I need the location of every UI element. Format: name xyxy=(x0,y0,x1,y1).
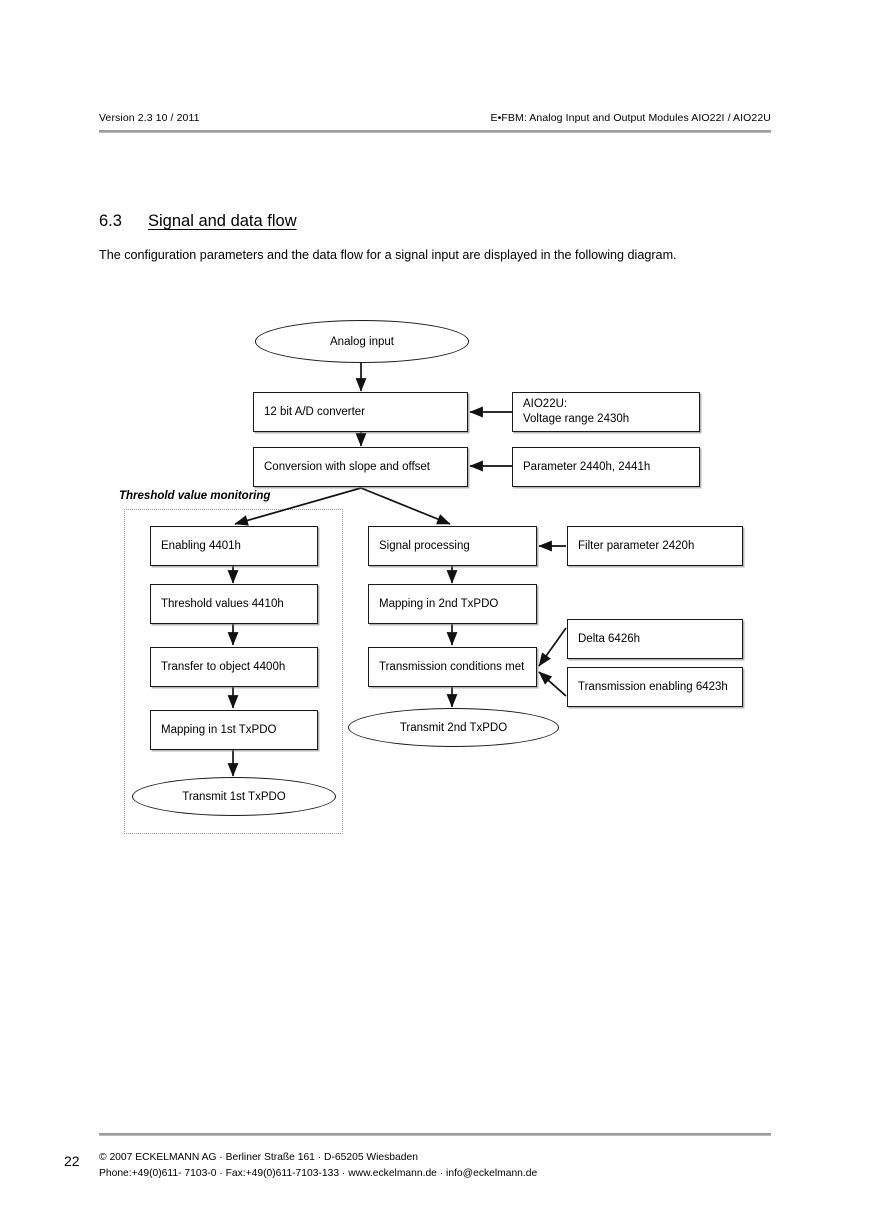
section-number: 6.3 xyxy=(99,212,122,230)
node-signal-processing: Signal processing xyxy=(368,526,537,566)
node-threshold-values-4410h: Threshold values 4410h xyxy=(150,584,318,624)
node-signal-processing-label: Signal processing xyxy=(379,539,470,552)
node-mapping-2nd-txpdo: Mapping in 2nd TxPDO xyxy=(368,584,537,624)
threshold-value-monitoring-label: Threshold value monitoring xyxy=(119,490,271,502)
node-transmit-2nd-label: Transmit 2nd TxPDO xyxy=(399,721,508,734)
node-conversion-slope-offset: Conversion with slope and offset xyxy=(253,447,468,487)
threshold-value-monitoring-group xyxy=(124,509,343,834)
node-transmit-2nd-txpdo: Transmit 2nd TxPDO xyxy=(348,708,559,747)
node-parameter-2440h-label: Parameter 2440h, 2441h xyxy=(523,460,651,473)
header-version: Version 2.3 10 / 2011 xyxy=(99,112,200,124)
node-aio22u-line1: AIO22U: xyxy=(523,398,568,410)
node-transmission-conditions-label: Transmission conditions met xyxy=(379,660,525,673)
footer-divider xyxy=(99,1133,771,1136)
header-doc-title: E•FBM: Analog Input and Output Modules A… xyxy=(490,112,771,124)
node-transmission-enabling-label: Transmission enabling 6423h xyxy=(578,680,728,693)
node-transmission-conditions-met: Transmission conditions met xyxy=(368,647,537,687)
node-threshold-values-label: Threshold values 4410h xyxy=(161,597,284,610)
section-intro-paragraph: The configuration parameters and the dat… xyxy=(99,248,677,262)
node-filter-parameter-label: Filter parameter 2420h xyxy=(578,539,695,552)
node-enabling-label: Enabling 4401h xyxy=(161,539,241,552)
header-divider xyxy=(99,130,771,133)
node-aio22u-line2: Voltage range 2430h xyxy=(523,413,630,425)
node-conversion-label: Conversion with slope and offset xyxy=(264,460,430,473)
page-title: Signal and data flow xyxy=(148,212,297,230)
node-filter-parameter-2420h: Filter parameter 2420h xyxy=(567,526,743,566)
node-mapping-1st-txpdo: Mapping in 1st TxPDO xyxy=(150,710,318,750)
node-transmission-enabling-6423h: Transmission enabling 6423h xyxy=(567,667,743,707)
node-mapping-1st-label: Mapping in 1st TxPDO xyxy=(161,723,277,736)
footer-address-block: © 2007 ECKELMANN AG · Berliner Straße 16… xyxy=(99,1150,537,1181)
node-enabling-4401h: Enabling 4401h xyxy=(150,526,318,566)
footer-line-2: Phone:+49(0)611- 7103-0 · Fax:+49(0)611-… xyxy=(99,1167,538,1179)
node-transmit-1st-label: Transmit 1st TxPDO xyxy=(182,790,286,803)
footer-line-1: © 2007 ECKELMANN AG · Berliner Straße 16… xyxy=(99,1152,418,1163)
node-transfer-to-object-4400h: Transfer to object 4400h xyxy=(150,647,318,687)
node-delta-6426h: Delta 6426h xyxy=(567,619,743,659)
page-header: Version 2.3 10 / 2011 E•FBM: Analog Inpu… xyxy=(99,112,771,124)
node-ad-converter-label: 12 bit A/D converter xyxy=(264,405,365,418)
node-transmit-1st-txpdo: Transmit 1st TxPDO xyxy=(132,777,336,816)
node-aio22u-voltage-range: AIO22U: Voltage range 2430h xyxy=(512,392,700,432)
node-analog-input: Analog input xyxy=(255,320,469,363)
node-ad-converter: 12 bit A/D converter xyxy=(253,392,468,432)
page-number: 22 xyxy=(64,1153,80,1169)
node-parameter-2440h-2441h: Parameter 2440h, 2441h xyxy=(512,447,700,487)
node-delta-label: Delta 6426h xyxy=(578,632,641,645)
node-analog-input-label: Analog input xyxy=(330,335,394,348)
node-mapping-2nd-label: Mapping in 2nd TxPDO xyxy=(379,597,499,610)
node-transfer-object-label: Transfer to object 4400h xyxy=(161,660,286,673)
